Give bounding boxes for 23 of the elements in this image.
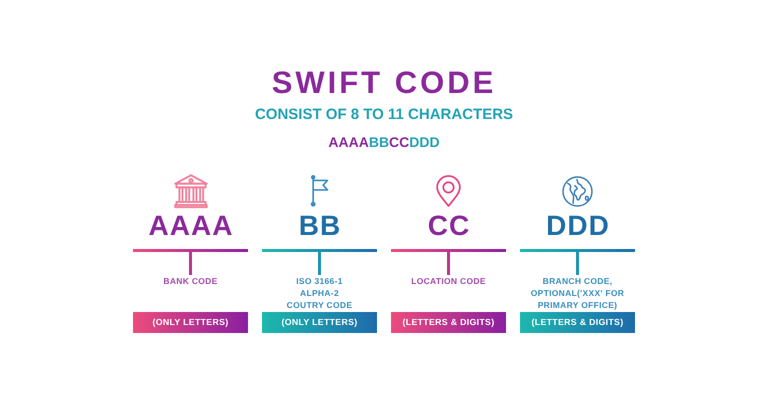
code-heading: CC [391, 211, 506, 252]
highlight-banner [391, 312, 506, 333]
field-description: BANK CODE [163, 275, 218, 287]
code-format: AAAABBCCDDD [328, 135, 440, 150]
banner-text: (ONLY LETTERS) [281, 317, 358, 328]
banner-text: (LETTERS & DIGITS) [532, 317, 624, 328]
connector-line [189, 252, 192, 275]
code-heading: BB [262, 211, 377, 252]
title: SWIFT CODE [272, 68, 496, 98]
connector-line [576, 252, 579, 275]
code-heading: AAAA [133, 211, 248, 252]
field-description: LOCATION CODE [411, 275, 486, 287]
banner-text: (ONLY LETTERS) [152, 317, 229, 328]
connector-line [447, 252, 450, 275]
highlight-banner [520, 312, 635, 333]
highlight-banner [262, 312, 377, 333]
connector-line [318, 252, 321, 275]
code-heading: DDD [520, 211, 635, 252]
subtitle: CONSIST OF 8 TO 11 CHARACTERS [254, 107, 514, 122]
highlight-banner [133, 312, 248, 333]
field-description: BRANCH CODE, OPTIONAL('XXX' FOR PRIMARY OFFICE) [528, 275, 626, 311]
banner-text: (LETTERS & DIGITS) [402, 317, 494, 328]
field-description: ISO 3166-1 ALPHA-2 COUTRY CODE [284, 275, 354, 311]
